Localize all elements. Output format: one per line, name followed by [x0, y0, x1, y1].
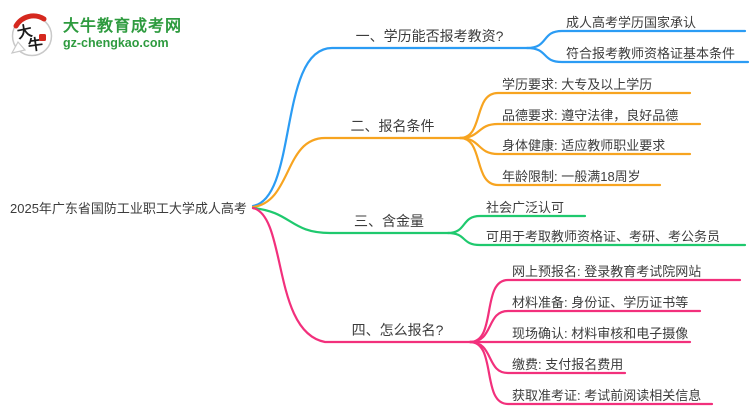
branch-4-child-1: 网上预报名: 登录教育考试院网站	[512, 264, 702, 279]
branch-1-lines	[251, 29, 750, 208]
branch-4-topic: 四、怎么报名?	[351, 322, 444, 338]
branch-3-lines	[251, 206, 747, 247]
branch-4-lines	[251, 206, 742, 406]
branch-2-child-3: 身体健康: 适应教师职业要求	[502, 138, 666, 153]
branch-1-topic: 一、学历能否报考教资?	[355, 28, 504, 44]
branch-4-child-3: 现场确认: 材料审核和电子摄像	[512, 326, 689, 341]
site-url: gz-chengkao.com	[63, 36, 169, 50]
branch-4-child-4: 缴费: 支付报名费用	[512, 357, 624, 372]
branch-2-child-1: 学历要求: 大专及以上学历	[502, 77, 653, 92]
branch-2-child-2: 品德要求: 遵守法律，良好品德	[502, 108, 679, 123]
branch-2-topic: 二、报名条件	[350, 118, 435, 134]
branch-1-child-2: 符合报考教师资格证基本条件	[566, 46, 736, 61]
logo-text-block: 大牛教育成考网 gz-chengkao.com	[63, 17, 182, 51]
daniu-logo-icon: 大 牛	[10, 13, 53, 57]
branch-3-topic: 三、含金量	[354, 213, 424, 229]
branch-4-child-2: 材料准备: 身份证、学历证书等	[512, 295, 689, 310]
site-logo: 大 牛 大牛教育成考网 gz-chengkao.com	[8, 9, 182, 59]
svg-text:大: 大	[15, 22, 33, 43]
branch-3-child-1: 社会广泛认可	[486, 200, 565, 215]
branch-3-child-2: 可用于考取教师资格证、考研、考公务员	[486, 229, 721, 244]
site-name: 大牛教育成考网	[63, 18, 183, 35]
branch-1-child-1: 成人高考学历国家承认	[566, 15, 697, 30]
branch-2-lines	[251, 91, 702, 209]
branch-4-child-5: 获取准考证: 考试前阅读相关信息	[512, 388, 702, 403]
root-topic: 2025年广东省国防工业职工大学成人高考	[10, 201, 247, 216]
branch-2-child-4: 年龄限制: 一般满18周岁	[502, 169, 641, 184]
